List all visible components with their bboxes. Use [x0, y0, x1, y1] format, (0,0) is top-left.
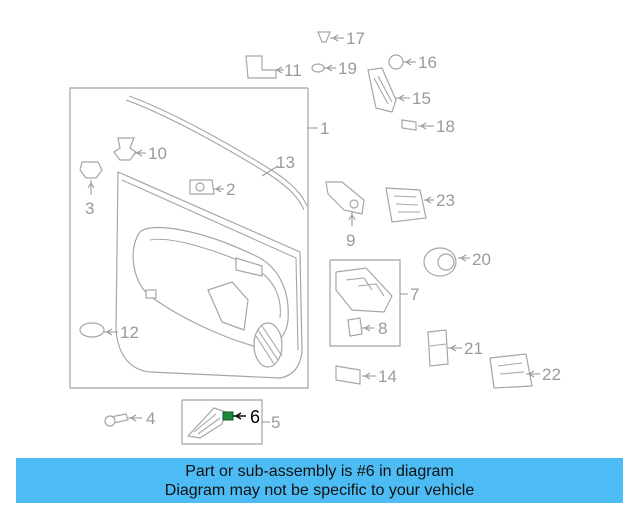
- callout-1: 1: [320, 119, 329, 138]
- callout-8: 8: [378, 319, 387, 338]
- callout-21: 21: [464, 339, 483, 358]
- part-17-clip: [317, 31, 344, 43]
- part-7-subassembly-frame: [329, 259, 408, 347]
- callout-17: 17: [346, 29, 365, 48]
- part-4-screw: [104, 413, 142, 427]
- callout-12: 12: [120, 323, 139, 342]
- callout-11: 11: [284, 61, 302, 80]
- caption-line-2: Diagram may not be specific to your vehi…: [164, 482, 475, 499]
- callout-9: 9: [346, 231, 355, 250]
- callout-18: 18: [436, 117, 455, 136]
- part-23-switch: [385, 187, 434, 223]
- callout-14: 14: [378, 367, 397, 386]
- part-16-fastener: [388, 54, 416, 70]
- callout-13: 13: [276, 153, 295, 172]
- caption-line-1: Part or sub-assembly is #6 in diagram: [185, 463, 454, 480]
- callout-6: 6: [250, 407, 260, 427]
- callout-20: 20: [472, 250, 491, 269]
- callout-19: 19: [338, 59, 357, 78]
- part-5-subassembly-frame: [181, 399, 270, 445]
- part-6-highlighted: [222, 411, 246, 421]
- door-panel-assembly-frame: [69, 87, 309, 389]
- part-22-switch: [489, 353, 540, 389]
- callout-4: 4: [146, 409, 155, 428]
- callout-10: 10: [148, 144, 167, 163]
- callout-15: 15: [412, 89, 431, 108]
- callout-7: 7: [410, 285, 419, 304]
- part-12-plug: [79, 322, 118, 338]
- callout-labels: 1 2 3 4 5 6 7 8 9 10 11 12 13 14 15 16 1…: [85, 29, 561, 432]
- part-13-weatherstrip: [125, 95, 308, 211]
- part-3-retainer: [79, 161, 103, 195]
- part-11-bracket: [245, 55, 284, 79]
- callout-3: 3: [85, 199, 94, 218]
- part-20-knob: [423, 247, 470, 277]
- part-21-cover: [427, 329, 462, 367]
- part-18-bolt: [401, 119, 434, 131]
- part-9-switch: [325, 181, 365, 226]
- part-19-nut: [311, 63, 336, 73]
- part-2-bracket: [189, 179, 224, 195]
- callout-22: 22: [542, 365, 561, 384]
- callout-2: 2: [226, 180, 235, 199]
- callout-23: 23: [436, 191, 455, 210]
- part-14-connector: [335, 365, 376, 385]
- part-8-clip: [347, 317, 374, 337]
- door-trim-panel: [115, 171, 303, 379]
- part-10-clip: [113, 137, 146, 161]
- part-15-trim: [367, 67, 410, 113]
- diagram-disclaimer-banner: Part or sub-assembly is #6 in diagram Di…: [16, 458, 623, 503]
- callout-16: 16: [418, 53, 437, 72]
- callout-5: 5: [271, 413, 280, 432]
